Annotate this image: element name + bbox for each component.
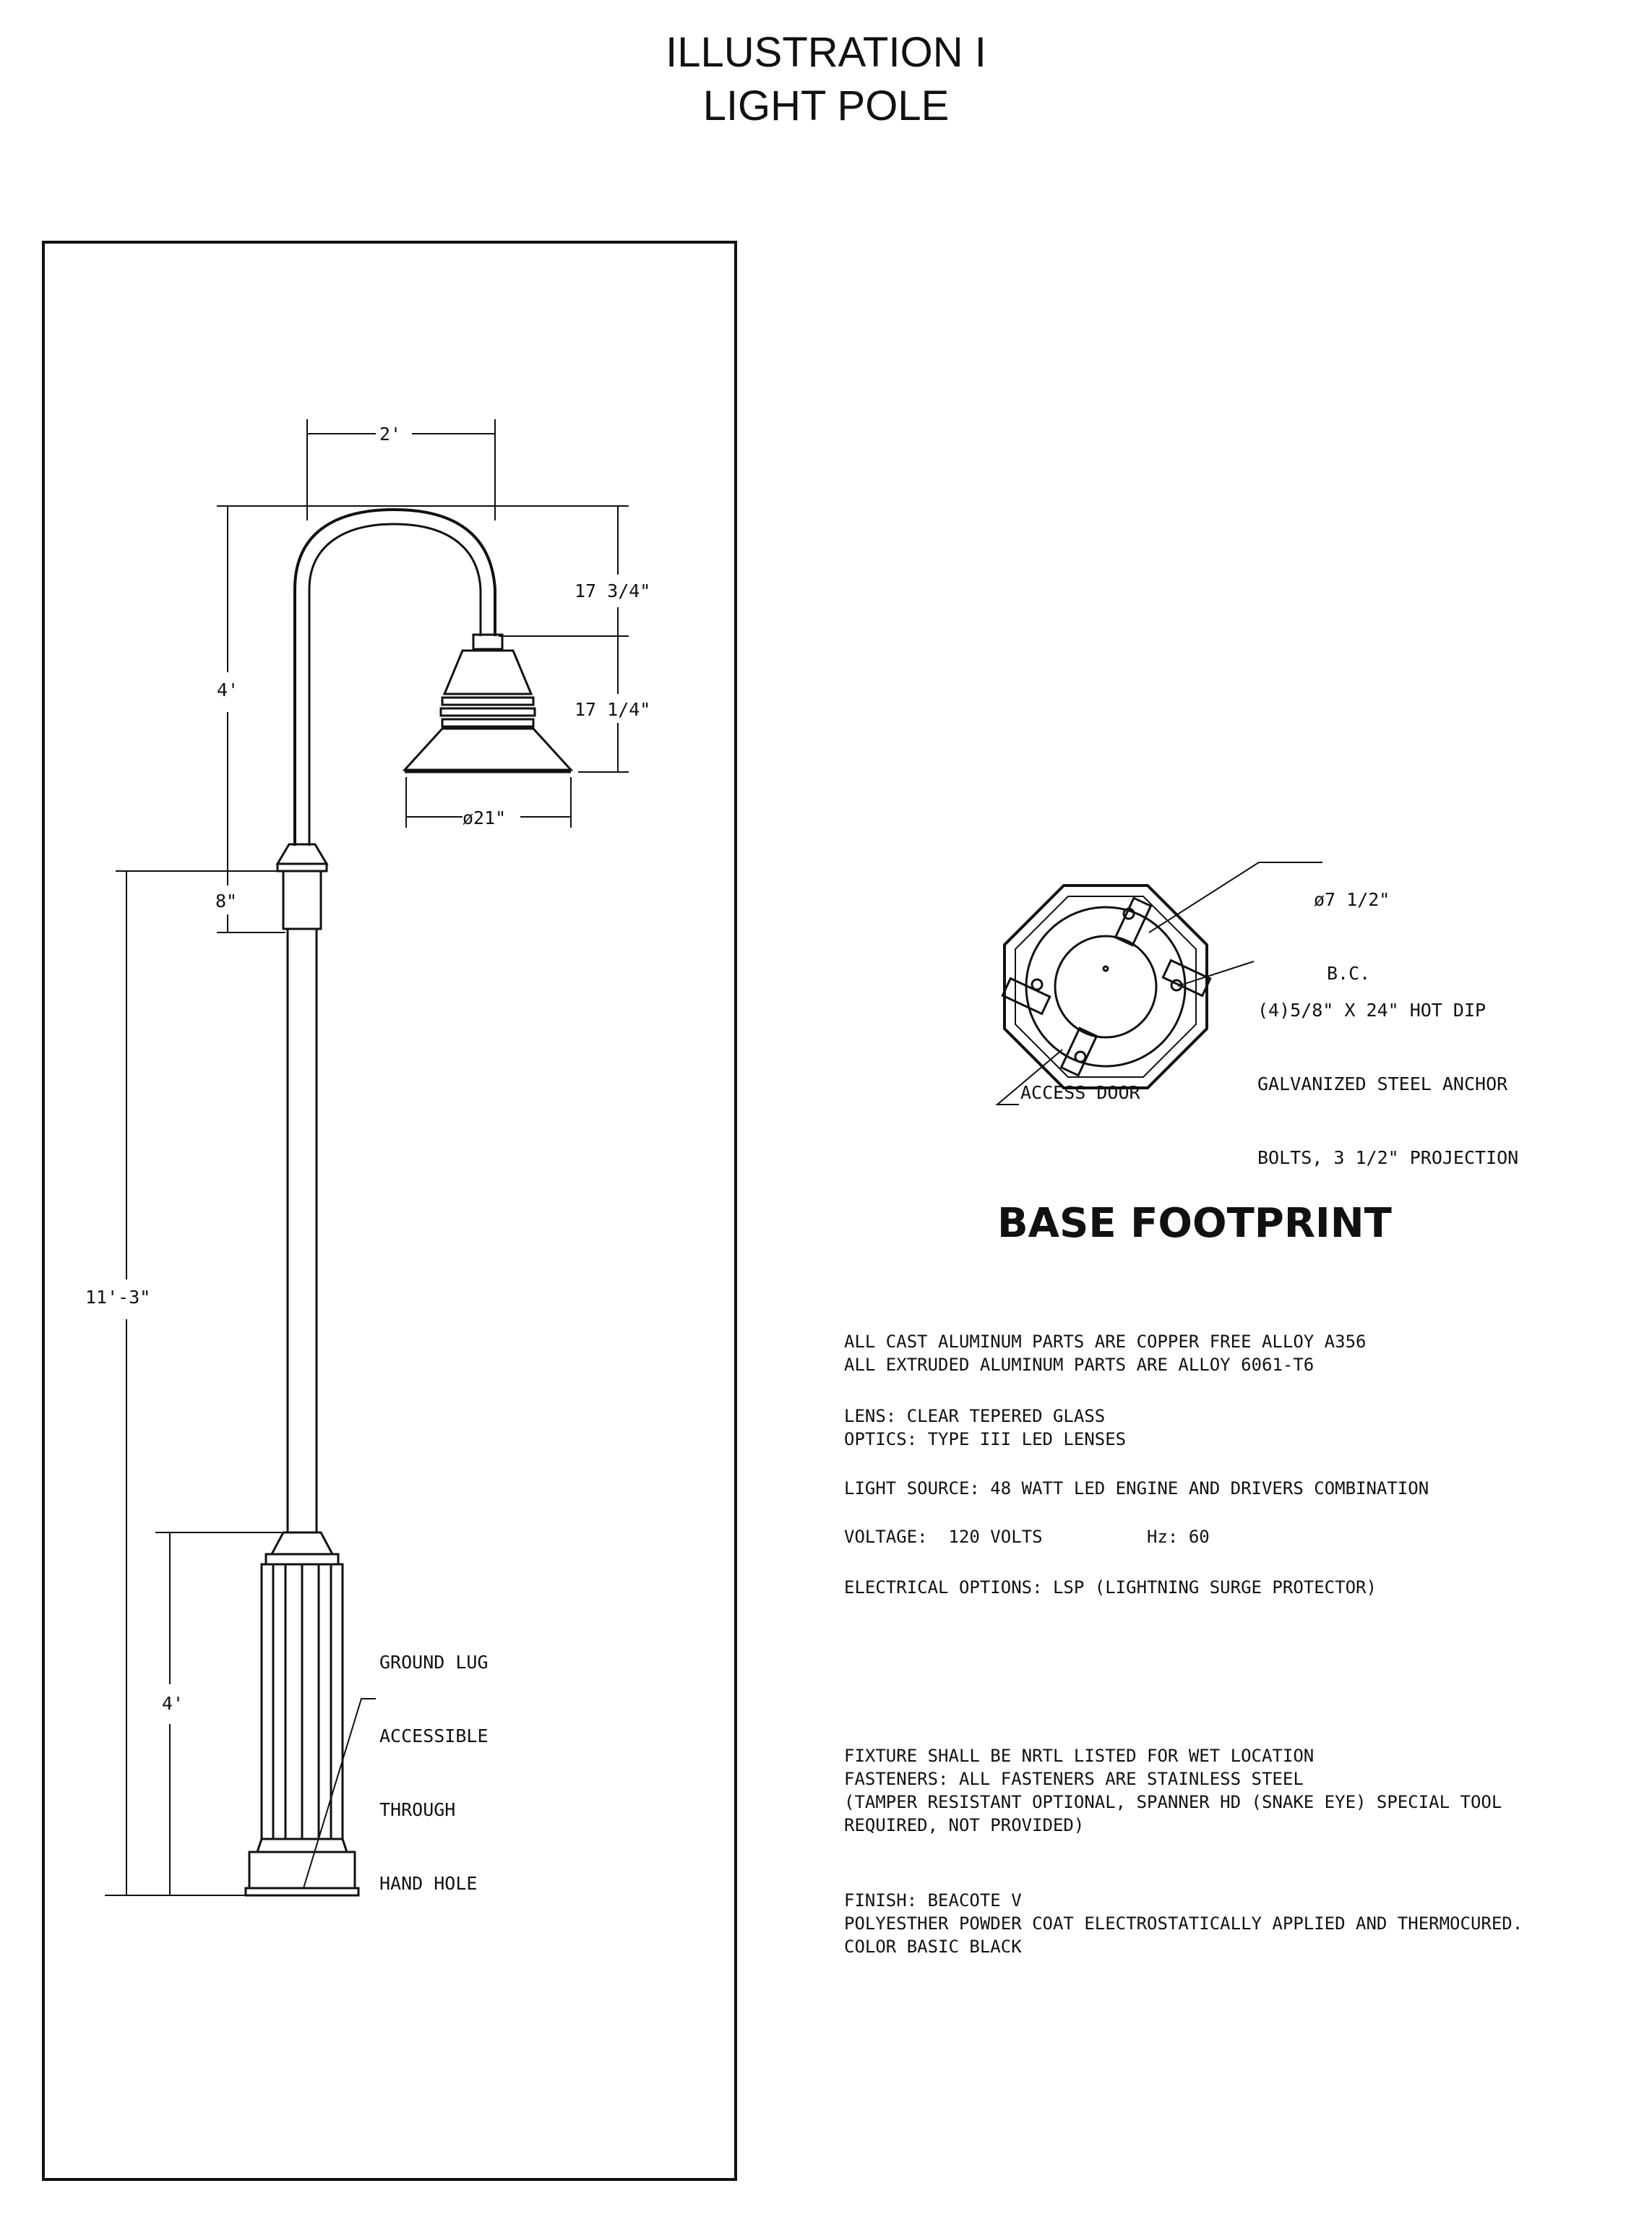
spec-lens: LENS: CLEAR TEPERED GLASS OPTICS: TYPE I… bbox=[844, 1406, 1127, 1449]
dim-arm-width bbox=[306, 419, 496, 520]
anchor-bolt-label: (4)5/8" X 24" HOT DIP GALVANIZED STEEL A… bbox=[1257, 949, 1518, 1195]
pole-collar bbox=[275, 843, 329, 930]
bolt-circle-line: ø7 1/2" bbox=[1314, 889, 1390, 910]
dim-label-arm-height: 4' bbox=[217, 679, 239, 700]
dim-collar-height bbox=[217, 871, 285, 933]
dim-label-shade-height: 17 1/4" bbox=[575, 699, 651, 720]
spec-voltage: VOLTAGE: 120 VOLTS Hz: 60 bbox=[844, 1527, 1210, 1547]
anchor-bolt-leader bbox=[1177, 961, 1255, 987]
page-subtitle: LIGHT POLE bbox=[702, 82, 950, 129]
dim-base-height bbox=[155, 1532, 282, 1895]
dim-shade-heights bbox=[217, 505, 629, 773]
dim-label-collar-height: 8" bbox=[215, 891, 238, 912]
drawing-frame bbox=[42, 241, 737, 2181]
bolt-circle-line: B.C. bbox=[1327, 963, 1371, 984]
dim-label-arc-height: 17 3/4" bbox=[575, 580, 651, 601]
luminaire-shade bbox=[402, 633, 574, 773]
ground-lug-line: ACCESSIBLE bbox=[379, 1725, 489, 1746]
access-door-leader bbox=[995, 1049, 1063, 1105]
access-door-label: ACCESS DOOR bbox=[1020, 1082, 1140, 1103]
anchor-bolt-line: GALVANIZED STEEL ANCHOR bbox=[1257, 1073, 1508, 1094]
ground-lug-leader bbox=[303, 1698, 376, 1889]
pole-arm bbox=[293, 507, 496, 846]
dim-label-arm-width: 2' bbox=[379, 424, 402, 445]
spec-fixture: FIXTURE SHALL BE NRTL LISTED FOR WET LOC… bbox=[844, 1746, 1502, 1835]
bolt-circle-leader bbox=[1148, 862, 1322, 933]
dim-pole-height bbox=[105, 870, 249, 1896]
base-footprint-title: BASE FOOTPRINT bbox=[997, 1200, 1392, 1247]
anchor-bolt-line: (4)5/8" X 24" HOT DIP bbox=[1257, 1000, 1487, 1021]
page-title: ILLUSTRATION I bbox=[666, 29, 986, 76]
dim-label-shade-diameter: ø21" bbox=[463, 807, 507, 828]
dim-shade-diameter bbox=[405, 777, 572, 828]
base-footprint-drawing bbox=[1001, 884, 1212, 1089]
spec-light-source: LIGHT SOURCE: 48 WATT LED ENGINE AND DRI… bbox=[844, 1478, 1429, 1499]
ground-lug-line: THROUGH bbox=[379, 1799, 456, 1820]
spec-electrical: ELECTRICAL OPTIONS: LSP (LIGHTNING SURGE… bbox=[844, 1577, 1377, 1598]
bolt-circle-label: ø7 1/2" B.C. bbox=[1314, 839, 1390, 1011]
ground-lug-line: HAND HOLE bbox=[379, 1873, 478, 1894]
spec-finish: FINISH: BEACOTE V POLYESTHER POWDER COAT… bbox=[844, 1890, 1523, 1957]
spec-materials: ALL CAST ALUMINUM PARTS ARE COPPER FREE … bbox=[844, 1332, 1367, 1375]
pole-base bbox=[244, 1531, 360, 1897]
ground-lug-note: GROUND LUG ACCESSIBLE THROUGH HAND HOLE bbox=[379, 1601, 489, 1921]
anchor-bolt-line: BOLTS, 3 1/2" PROJECTION bbox=[1257, 1147, 1519, 1168]
dim-arm-height bbox=[217, 506, 289, 872]
dim-label-base-height: 4' bbox=[162, 1693, 184, 1714]
dim-label-pole-height: 11'-3" bbox=[85, 1287, 151, 1308]
ground-lug-line: GROUND LUG bbox=[379, 1652, 489, 1673]
